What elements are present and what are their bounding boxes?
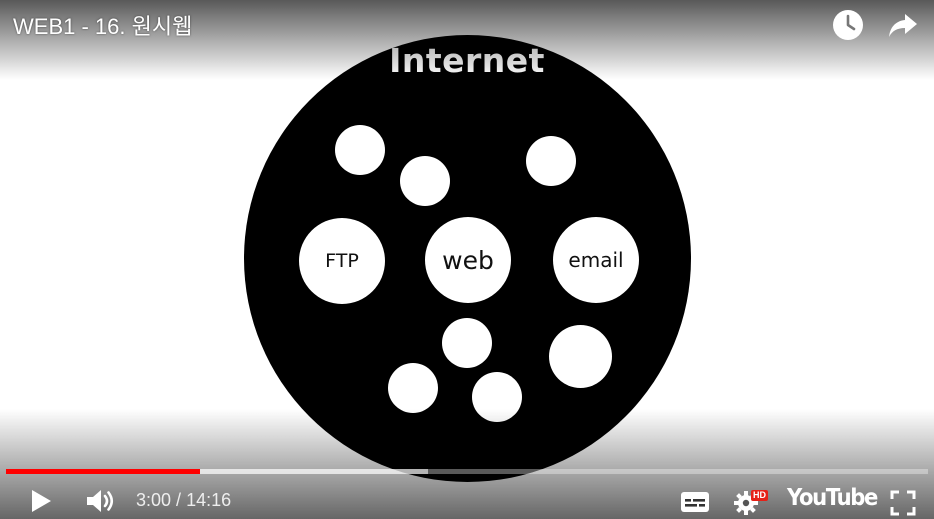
clock-icon[interactable] <box>831 8 865 42</box>
time-separator: / <box>171 490 187 510</box>
progress-buffered <box>6 469 429 474</box>
small-circle <box>472 372 522 422</box>
web-label: web <box>442 245 494 275</box>
small-circle <box>526 136 576 186</box>
volume-icon <box>87 490 114 512</box>
progress-bar[interactable] <box>6 469 928 474</box>
small-circle <box>442 318 492 368</box>
gear-icon <box>734 491 758 515</box>
play-button[interactable] <box>26 486 56 516</box>
play-icon <box>32 490 51 512</box>
youtube-logo[interactable]: YouTube <box>787 485 878 511</box>
subtitles-icon <box>681 492 709 512</box>
email-node: email <box>553 217 639 303</box>
fullscreen-button[interactable] <box>889 489 917 517</box>
time-display: 3:00 / 14:16 <box>136 490 231 511</box>
ftp-label: FTP <box>325 250 359 272</box>
web-node: web <box>425 217 511 303</box>
email-label: email <box>568 248 624 272</box>
hd-badge: HD <box>751 490 768 501</box>
ftp-node: FTP <box>299 218 385 304</box>
slide-heading: Internet <box>389 41 545 80</box>
progress-played <box>6 469 200 474</box>
small-circle <box>549 325 612 388</box>
duration: 14:16 <box>186 490 232 510</box>
small-circle <box>335 125 385 175</box>
settings-button[interactable] <box>734 488 766 518</box>
small-circle <box>388 363 438 413</box>
volume-button[interactable] <box>84 486 118 516</box>
small-circle <box>400 156 450 206</box>
fullscreen-icon <box>890 490 916 516</box>
subtitles-button[interactable] <box>680 489 710 515</box>
share-arrow-icon[interactable] <box>886 8 920 42</box>
current-time: 3:00 <box>136 490 172 510</box>
video-title[interactable]: WEB1 - 16. 원시웹 <box>13 14 193 39</box>
